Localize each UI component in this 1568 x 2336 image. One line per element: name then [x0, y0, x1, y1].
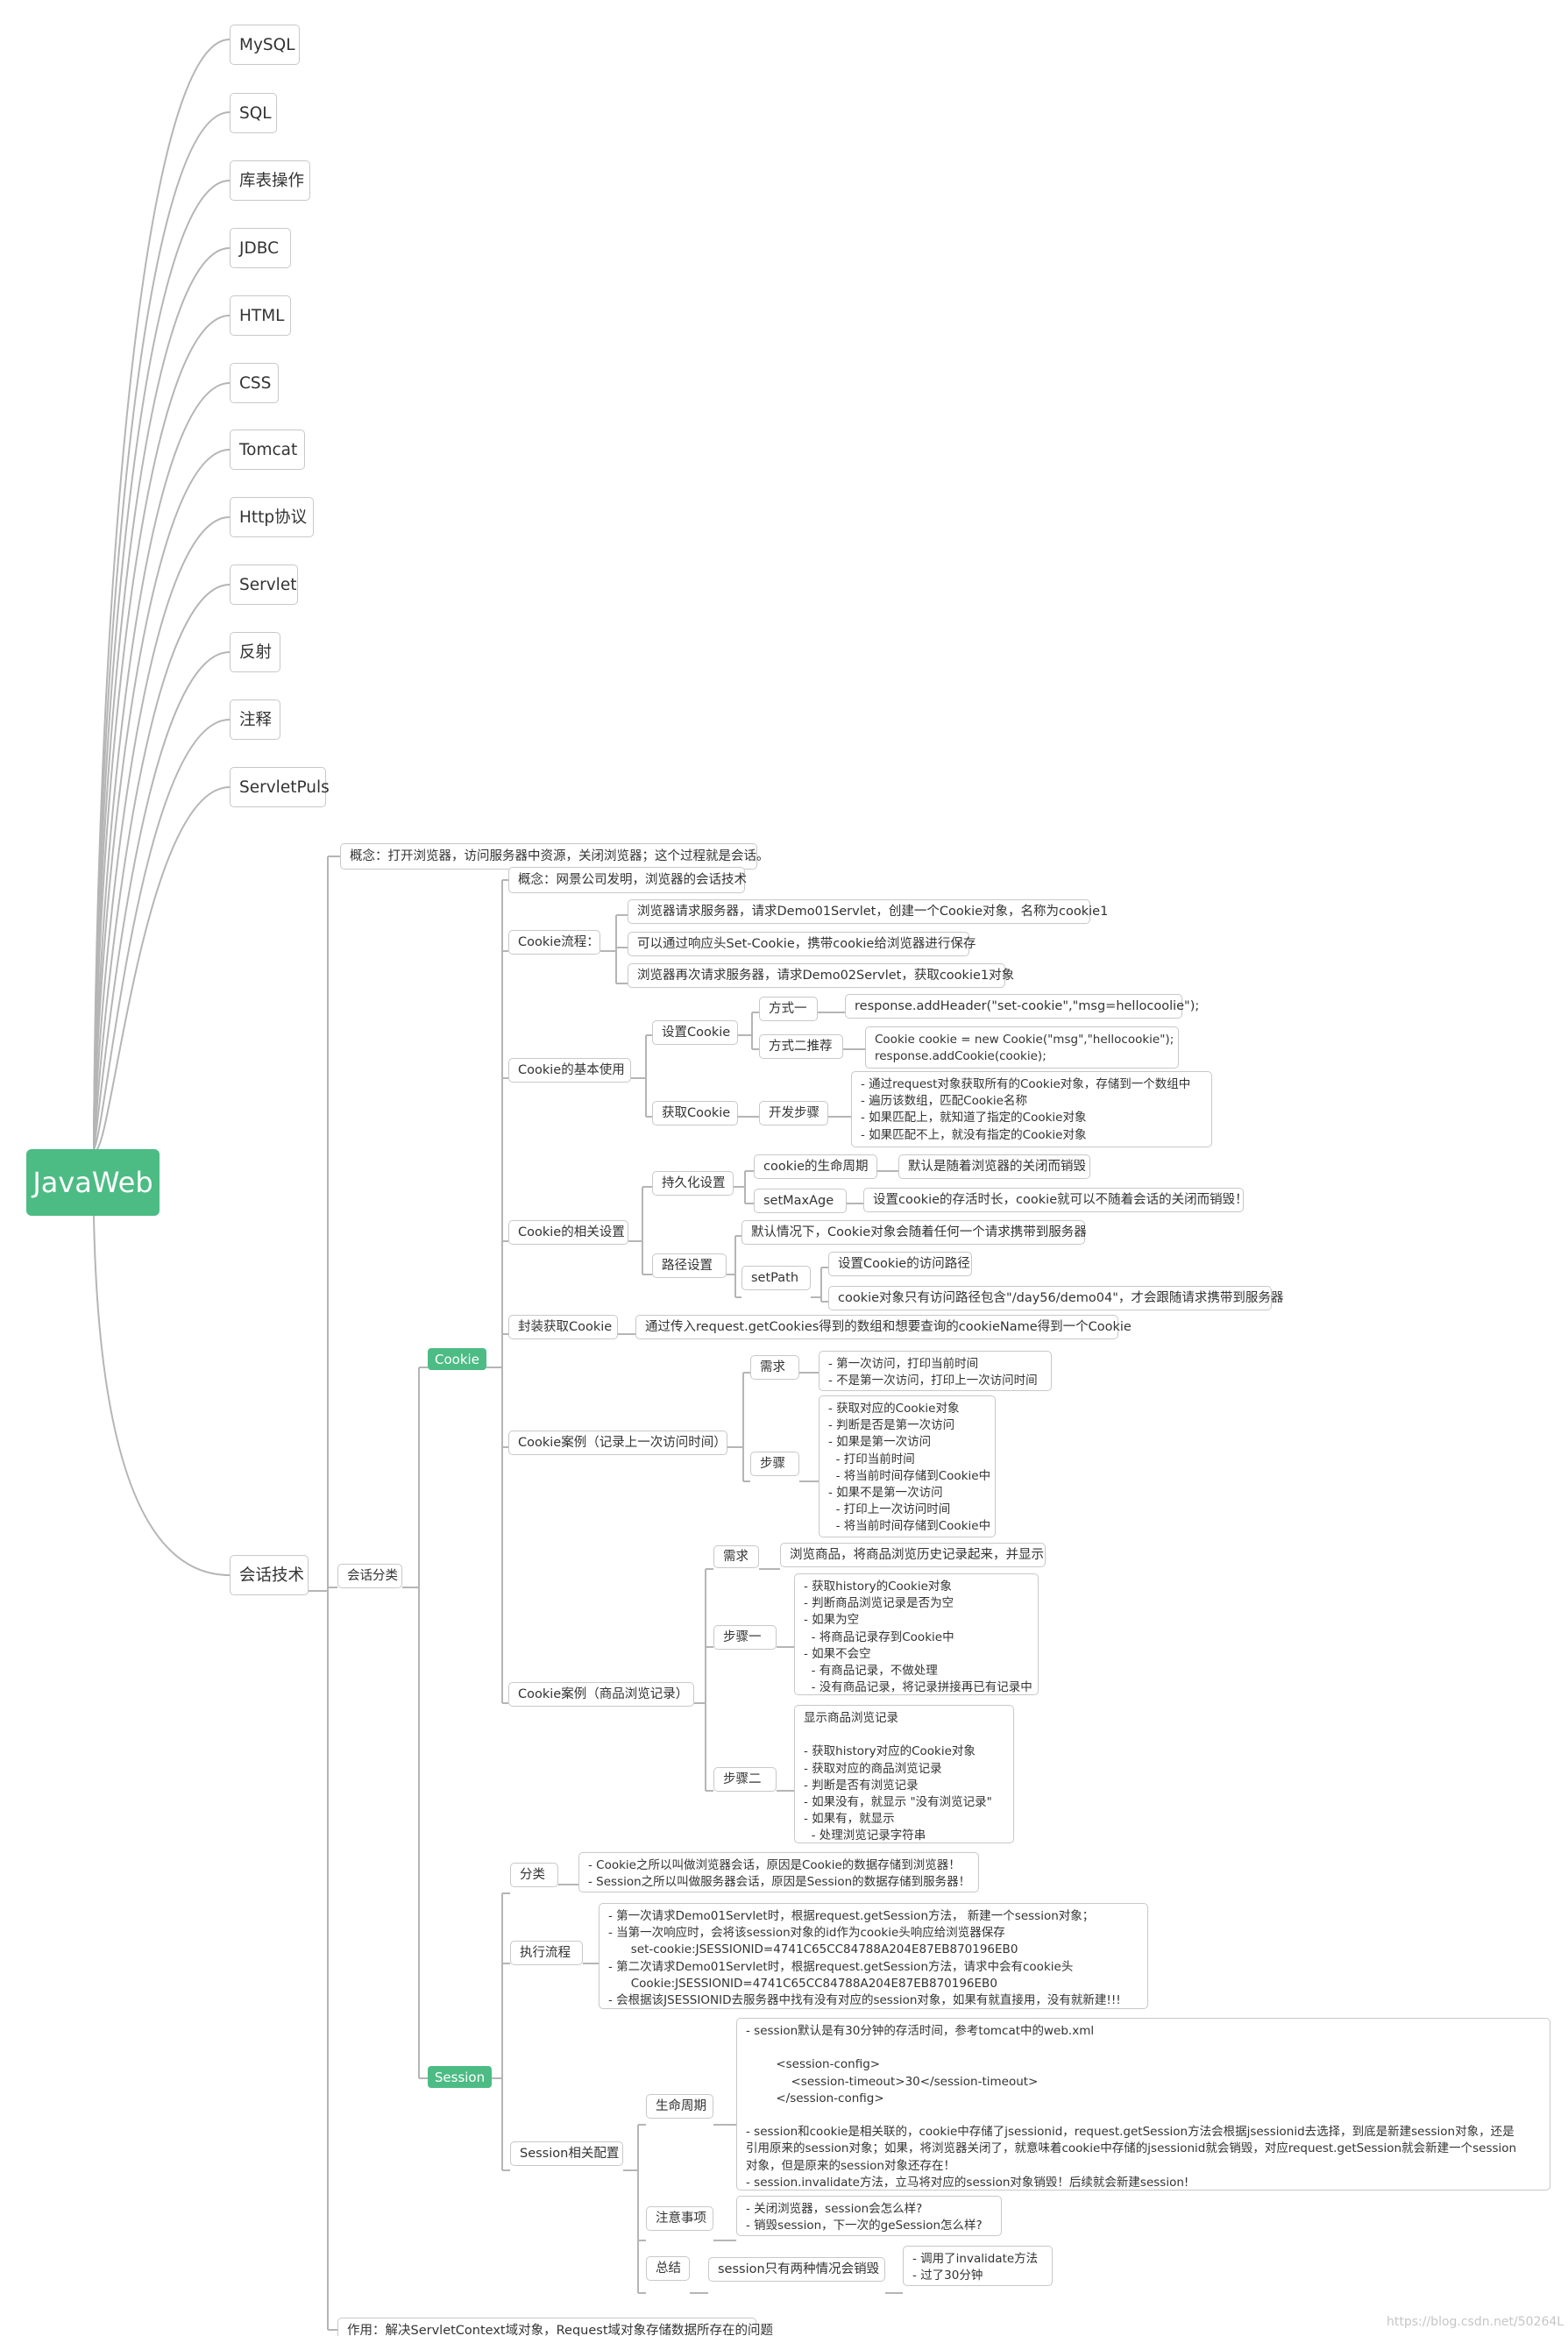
- cookie-set-way1-code[interactable]: response.addHeader("set-cookie","msg=hel…: [845, 994, 1199, 1019]
- cookie-set[interactable]: 设置Cookie: [652, 1020, 738, 1045]
- cookie-lifecycle-text[interactable]: 默认是随着浏览器的关闭而销毁: [898, 1154, 1090, 1179]
- session-tech-purpose[interactable]: 作用：解决ServletContext域对象，Request域对象存储数据所存在…: [337, 2318, 773, 2336]
- cookie-wrap-text[interactable]: 通过传入request.getCookies得到的数组和想要查询的cookieN…: [635, 1315, 1132, 1339]
- cookie-setpath-text-2[interactable]: cookie对象只有访问路径包含"/day56/demo04"，才会跟随请求携带…: [828, 1286, 1283, 1310]
- cookie-case2-step1-text[interactable]: - 获取history的Cookie对象 - 判断商品浏览记录是否为空 - 如果…: [794, 1573, 1039, 1695]
- cookie-case2-need-text[interactable]: 浏览商品，将商品浏览历史记录起来，并显示: [780, 1543, 1046, 1567]
- cookie-case2-step2[interactable]: 步骤二: [713, 1767, 777, 1792]
- cookie-setmaxage[interactable]: setMaxAge: [754, 1189, 847, 1213]
- session-flow[interactable]: 执行流程: [510, 1941, 583, 1965]
- cookie-tag[interactable]: Cookie: [428, 1348, 486, 1370]
- topic-sql[interactable]: SQL: [230, 93, 277, 133]
- cookie-case2-need[interactable]: 需求: [713, 1545, 759, 1568]
- cookie-set-way1[interactable]: 方式一: [759, 997, 818, 1021]
- cookie-setpath-text-1[interactable]: 设置Cookie的访问路径: [828, 1252, 972, 1276]
- topic-jdbc[interactable]: JDBC: [230, 228, 291, 268]
- cookie-set-way2[interactable]: 方式二推荐: [759, 1034, 843, 1059]
- topic-css[interactable]: CSS: [230, 363, 279, 403]
- cookie-get[interactable]: 获取Cookie: [652, 1101, 738, 1125]
- session-notes[interactable]: 注意事项: [646, 2206, 713, 2231]
- cookie-wrap[interactable]: 封装获取Cookie: [508, 1315, 618, 1339]
- topic-tomcat[interactable]: Tomcat: [230, 430, 305, 470]
- cookie-flow-step-1[interactable]: 浏览器请求服务器，请求Demo01Servlet，创建一个Cookie对象，名称…: [628, 899, 1108, 924]
- topic-http[interactable]: Http协议: [230, 497, 314, 537]
- topic-servletplus[interactable]: ServletPuls: [230, 767, 330, 807]
- cookie-get-steps-text[interactable]: - 通过request对象获取所有的Cookie对象，存储到一个数组中 - 遍历…: [851, 1071, 1212, 1147]
- cookie-case2-step1[interactable]: 步骤一: [713, 1625, 777, 1650]
- cookie-case1-steps[interactable]: 步骤: [750, 1452, 799, 1476]
- cookie-path-default[interactable]: 默认情况下，Cookie对象会随着任何一个请求携带到服务器: [741, 1220, 1087, 1245]
- topic-mysql[interactable]: MySQL: [230, 25, 300, 65]
- session-notes-text[interactable]: - 关闭浏览器，session会怎么样? - 销毁session，下一次的geS…: [736, 2196, 1002, 2236]
- session-lifecycle[interactable]: 生命周期: [646, 2094, 713, 2119]
- cookie-flow[interactable]: Cookie流程：: [508, 930, 600, 955]
- cookie-setmaxage-text[interactable]: 设置cookie的存活时长，cookie就可以不随着会话的关闭而销毁！: [863, 1188, 1248, 1212]
- session-lifecycle-text[interactable]: - session默认是有30分钟的存活时间，参考tomcat中的web.xml…: [736, 2018, 1550, 2190]
- session-tag[interactable]: Session: [428, 2066, 492, 2088]
- cookie-path[interactable]: 路径设置: [652, 1253, 727, 1278]
- root-node[interactable]: JavaWeb: [26, 1149, 160, 1216]
- watermark: https://blog.csdn.net/50264L: [1387, 2315, 1564, 2329]
- cookie-case-history[interactable]: Cookie案例（商品浏览记录）: [508, 1682, 694, 1707]
- topic-servlet[interactable]: Servlet: [230, 564, 298, 605]
- session-category[interactable]: 会话分类: [337, 1564, 402, 1588]
- cookie-persist[interactable]: 持久化设置: [652, 1171, 734, 1196]
- topic-html[interactable]: HTML: [230, 295, 291, 336]
- topic-db-ops[interactable]: 库表操作: [230, 160, 310, 201]
- cookie-case-lastvisit[interactable]: Cookie案例（记录上一次访问时间）: [508, 1431, 727, 1455]
- topic-reflect[interactable]: 反射: [230, 632, 280, 672]
- topic-annotation[interactable]: 注释: [230, 699, 280, 740]
- cookie-settings[interactable]: Cookie的相关设置: [508, 1220, 628, 1245]
- session-summary[interactable]: 总结: [646, 2256, 690, 2281]
- cookie-case1-need[interactable]: 需求: [750, 1355, 799, 1380]
- cookie-get-steps[interactable]: 开发步骤: [759, 1101, 828, 1125]
- cookie-case2-step2-text[interactable]: 显示商品浏览记录 - 获取history对应的Cookie对象 - 获取对应的商…: [794, 1705, 1014, 1843]
- cookie-lifecycle[interactable]: cookie的生命周期: [754, 1154, 877, 1179]
- cookie-flow-step-3[interactable]: 浏览器再次请求服务器，请求Demo02Servlet，获取cookie1对象: [628, 963, 1014, 988]
- cookie-setpath[interactable]: setPath: [741, 1266, 811, 1290]
- session-tech-concept[interactable]: 概念：打开浏览器，访问服务器中资源，关闭浏览器；这个过程就是会话。: [340, 843, 770, 870]
- cookie-flow-step-2[interactable]: 可以通过响应头Set-Cookie，携带cookie给浏览器进行保存: [628, 932, 976, 956]
- topic-session-tech[interactable]: 会话技术: [230, 1555, 309, 1595]
- session-config[interactable]: Session相关配置: [510, 2141, 623, 2166]
- cookie-concept[interactable]: 概念：网景公司发明，浏览器的会话技术: [508, 867, 747, 893]
- session-summary-detail[interactable]: - 调用了invalidate方法 - 过了30分钟: [903, 2246, 1053, 2286]
- session-category-node[interactable]: 分类: [510, 1863, 558, 1887]
- cookie-case1-steps-text[interactable]: - 获取对应的Cookie对象 - 判断是否是第一次访问 - 如果是第一次访问 …: [819, 1395, 996, 1537]
- session-flow-text[interactable]: - 第一次请求Demo01Servlet时，根据request.getSessi…: [599, 1903, 1148, 2009]
- cookie-case1-need-text[interactable]: - 第一次访问，打印当前时间 - 不是第一次访问，打印上一次访问时间: [819, 1351, 1052, 1391]
- session-category-text[interactable]: - Cookie之所以叫做浏览器会话，原因是Cookie的数据存储到浏览器！ -…: [578, 1852, 979, 1892]
- cookie-basic-usage[interactable]: Cookie的基本使用: [508, 1058, 631, 1083]
- session-summary-text[interactable]: session只有两种情况会销毁: [708, 2257, 885, 2282]
- cookie-set-way2-code[interactable]: Cookie cookie = new Cookie("msg","helloc…: [865, 1026, 1179, 1069]
